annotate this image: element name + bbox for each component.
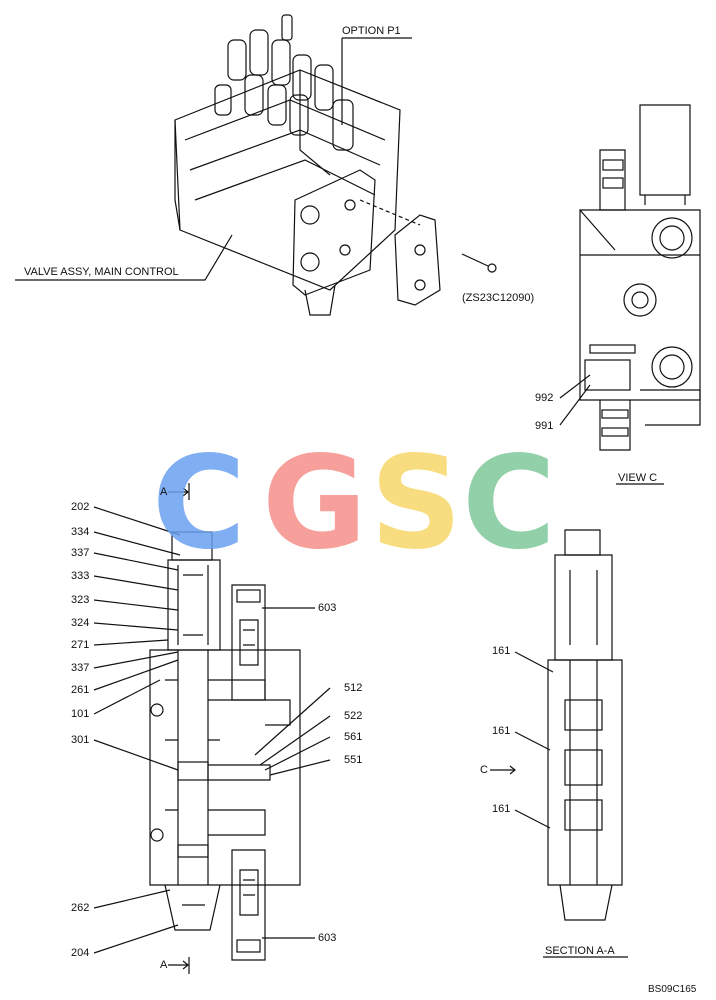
callout-271: 271: [71, 639, 90, 651]
watermark-letter-c: C: [152, 429, 246, 578]
figure-code: BS09C165: [648, 984, 697, 995]
callout-603b: 603: [318, 932, 337, 944]
callout-551: 551: [344, 754, 363, 766]
part-992-label: 992: [535, 392, 554, 404]
section-arrow-a-top: A: [160, 486, 168, 498]
watermark-letter-c2: C: [462, 429, 556, 578]
option-p1-label: OPTION P1: [342, 25, 401, 37]
callout-204: 204: [71, 947, 90, 959]
callout-522: 522: [344, 710, 363, 722]
valve-assy-label: VALVE ASSY, MAIN CONTROL: [24, 266, 179, 278]
section-aa-title: SECTION A-A: [545, 945, 615, 957]
callout-262: 262: [71, 902, 90, 914]
callout-561: 561: [344, 731, 363, 743]
view-c-arrow-label: C: [480, 764, 488, 776]
part-991-label: 991: [535, 420, 554, 432]
callout-333: 333: [71, 570, 90, 582]
watermark-letter-s: S: [370, 429, 463, 578]
callout-337b: 337: [71, 662, 90, 674]
valve-assembly-illustration: [174, 14, 497, 316]
callout-603: 603: [318, 602, 337, 614]
callout-161-top: 161: [492, 645, 511, 657]
callout-261: 261: [71, 684, 90, 696]
view-c-title: VIEW C: [618, 472, 658, 484]
valve-cross-section-illustration: [93, 483, 331, 974]
callout-161-bottom: 161: [492, 803, 511, 815]
callout-101: 101: [71, 708, 90, 720]
section-arrow-a-bottom: A: [160, 959, 168, 971]
callout-301: 301: [71, 734, 90, 746]
section-aa-illustration: [490, 529, 623, 921]
callout-334: 334: [71, 526, 90, 538]
callout-512: 512: [344, 682, 363, 694]
callout-324: 324: [71, 617, 90, 629]
view-c-illustration: [559, 104, 701, 451]
watermark-letter-g: G: [262, 429, 368, 578]
callout-337: 337: [71, 547, 90, 559]
callout-161-mid: 161: [492, 725, 511, 737]
callout-202: 202: [71, 501, 90, 513]
callout-323: 323: [71, 594, 90, 606]
bolt-part-label: (ZS23C12090): [462, 292, 535, 304]
